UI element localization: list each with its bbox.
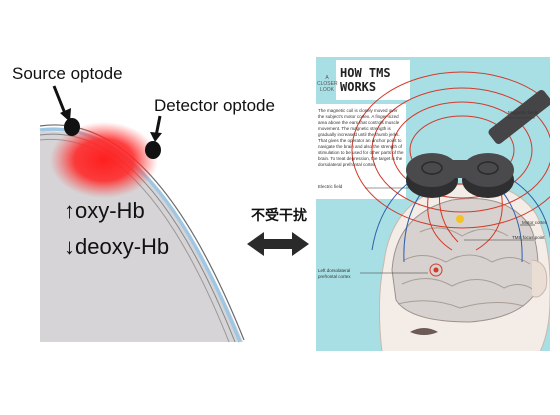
closer-look-label: A CLOSER LOOK <box>317 75 338 93</box>
tms-infographic <box>316 57 550 351</box>
fnirs-diagram <box>39 85 245 343</box>
ear <box>531 259 548 298</box>
eye <box>410 328 438 335</box>
dlpfc-target <box>429 263 443 277</box>
source-arrow <box>52 85 68 117</box>
tms-coil <box>406 89 550 198</box>
tms-body-text: The magnetic coil is closely moved over … <box>318 108 404 167</box>
source-arrow-head <box>60 108 71 122</box>
electric-field-label: Electric field <box>318 184 343 189</box>
tms-focus-point <box>456 215 464 223</box>
tms-title: HOW TMS WORKS <box>340 66 391 94</box>
interference-free-caption: 不受干扰 <box>251 208 307 224</box>
magnetic-field-lines <box>351 71 550 251</box>
detector-optode <box>145 141 161 159</box>
oxy-hb-label: ↑oxy-Hb <box>64 198 145 223</box>
tms-focus-label: TMS focus point <box>512 235 545 240</box>
deoxy-hb-label: ↓deoxy-Hb <box>64 234 170 259</box>
detector-optode-label: Detector optode <box>154 96 275 115</box>
double-arrow-icon <box>247 232 309 256</box>
source-optode <box>64 118 80 136</box>
detector-arrow-head <box>150 132 162 142</box>
motor-cortex-label: Motor cortex <box>522 220 548 225</box>
magnetic-fields-label: Magnetic fields <box>508 110 539 115</box>
source-optode-label: Source optode <box>12 64 123 83</box>
activation-glow <box>50 122 158 198</box>
dlpfc-label: Left dorsolateral prefrontal cortex <box>318 268 351 279</box>
tms-title-box <box>336 60 410 100</box>
